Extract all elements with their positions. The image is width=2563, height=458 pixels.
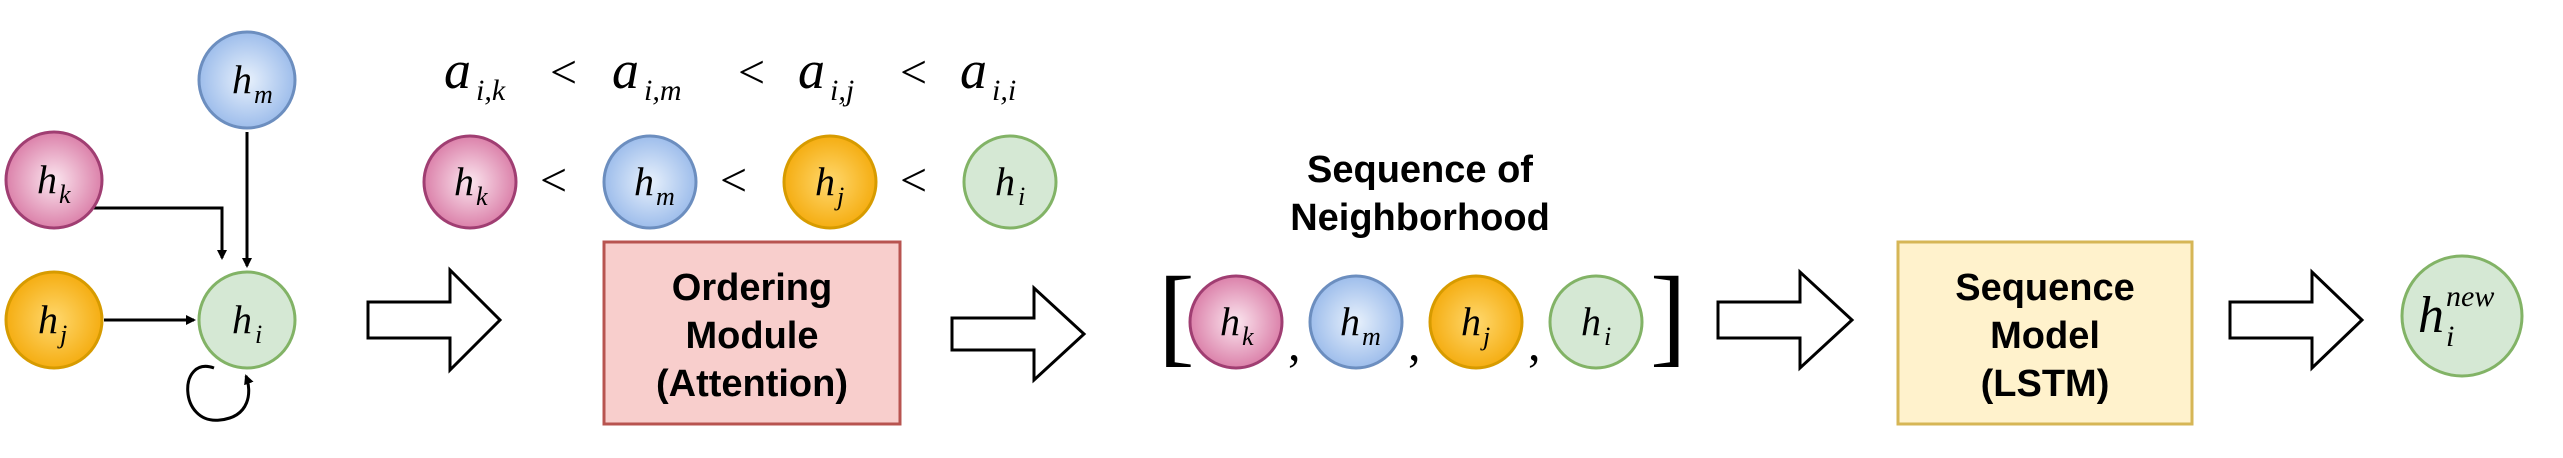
node-label: h (37, 157, 57, 202)
open-bracket: [ (1158, 254, 1195, 376)
output-node-superscript: new (2446, 280, 2494, 313)
sequence-model-line2: Model (1990, 315, 2100, 357)
node-h-m: h m (197, 30, 297, 130)
node-subscript: k (476, 182, 488, 211)
node-h-k: h k (4, 130, 104, 230)
attention-inequality: a i,k < a i,m < a i,j < a i,i (444, 40, 1016, 107)
less-than-row-3: < (900, 154, 927, 207)
node-label: h (454, 159, 474, 204)
less-than-row-1: < (540, 154, 567, 207)
node-subscript: j (1480, 322, 1490, 351)
sequence-model-box: Sequence Model (LSTM) (1896, 240, 2194, 426)
node-subscript: i (255, 320, 262, 349)
node-subscript: j (834, 182, 844, 211)
node-label: h (232, 297, 252, 342)
less-than-2: < (738, 46, 765, 99)
ordered-node-h-m: h m (602, 134, 698, 230)
sequence-title-line2: Neighborhood (1290, 197, 1550, 239)
attention-sub-ij: i,j (830, 74, 854, 107)
ordering-module-line3: (Attention) (656, 363, 848, 405)
attention-sub-ik: i,k (476, 74, 506, 107)
node-subscript: i (1604, 322, 1611, 351)
attention-sub-ii: i,i (992, 74, 1016, 107)
attention-term-ii: a (960, 40, 987, 100)
separator-3: , (1528, 315, 1541, 371)
flow-arrow-4 (2228, 268, 2365, 372)
node-label: h (1461, 299, 1481, 344)
ordering-module-box: Ordering Module (Attention) (602, 240, 902, 426)
ordering-module-line1: Ordering (672, 267, 832, 309)
less-than-3: < (900, 46, 927, 99)
node-label: h (1220, 299, 1240, 344)
self-loop-hi (186, 364, 254, 422)
attention-term-ij: a (798, 40, 825, 100)
flow-arrow-2 (950, 284, 1087, 384)
node-subscript: j (57, 320, 67, 349)
node-subscript: i (1018, 182, 1025, 211)
ordered-node-h-j: h j (782, 134, 878, 230)
neighborhood-graph: h m h k h j h i (4, 30, 297, 422)
separator-1: , (1288, 315, 1301, 371)
node-h-j: h j (4, 270, 104, 370)
output-node-label: h (2418, 287, 2444, 344)
node-label: h (1581, 299, 1601, 344)
node-h-i: h i (197, 270, 297, 370)
sequence-node-h-i: h i (1548, 274, 1644, 370)
ordered-node-h-i: h i (962, 134, 1058, 230)
node-subscript: k (1242, 322, 1254, 351)
sequence-node-h-m: h m (1308, 274, 1404, 370)
node-label: h (1340, 299, 1360, 344)
attention-sub-im: i,m (644, 74, 682, 107)
node-subscript: m (1362, 322, 1381, 351)
node-label: h (634, 159, 654, 204)
ordering-module-line2: Module (686, 315, 819, 357)
separator-2: , (1408, 315, 1421, 371)
node-label: h (232, 57, 252, 102)
attention-term-ik: a (444, 40, 471, 100)
node-subscript: k (59, 180, 71, 209)
flow-arrow-3 (1716, 268, 1855, 372)
node-label: h (38, 297, 58, 342)
node-subscript: m (656, 182, 675, 211)
sequence-node-h-j: h j (1428, 274, 1524, 370)
close-bracket: ] (1650, 254, 1687, 376)
sequence-title-line1: Sequence of (1307, 149, 1533, 191)
sequence-model-line3: (LSTM) (1981, 363, 2110, 405)
output-node-h-i-new: h i new (2400, 254, 2524, 378)
ordered-node-row: h k < h m < h j < h i (422, 134, 1058, 230)
sequence-model-line1: Sequence (1955, 267, 2135, 309)
node-label: h (815, 159, 835, 204)
attention-term-im: a (612, 40, 639, 100)
sequence-node-h-k: h k (1188, 274, 1284, 370)
node-label: h (995, 159, 1015, 204)
node-subscript: m (254, 80, 273, 109)
edge-hk-to-hi (88, 206, 227, 260)
less-than-row-2: < (720, 154, 747, 207)
sequence-of-neighborhood: Sequence of Neighborhood [ h k , h m , h… (1158, 149, 1687, 376)
ordered-node-h-k: h k (422, 134, 518, 230)
less-than-1: < (550, 46, 577, 99)
output-node-subscript: i (2446, 320, 2454, 353)
flow-arrow-1 (366, 266, 503, 374)
